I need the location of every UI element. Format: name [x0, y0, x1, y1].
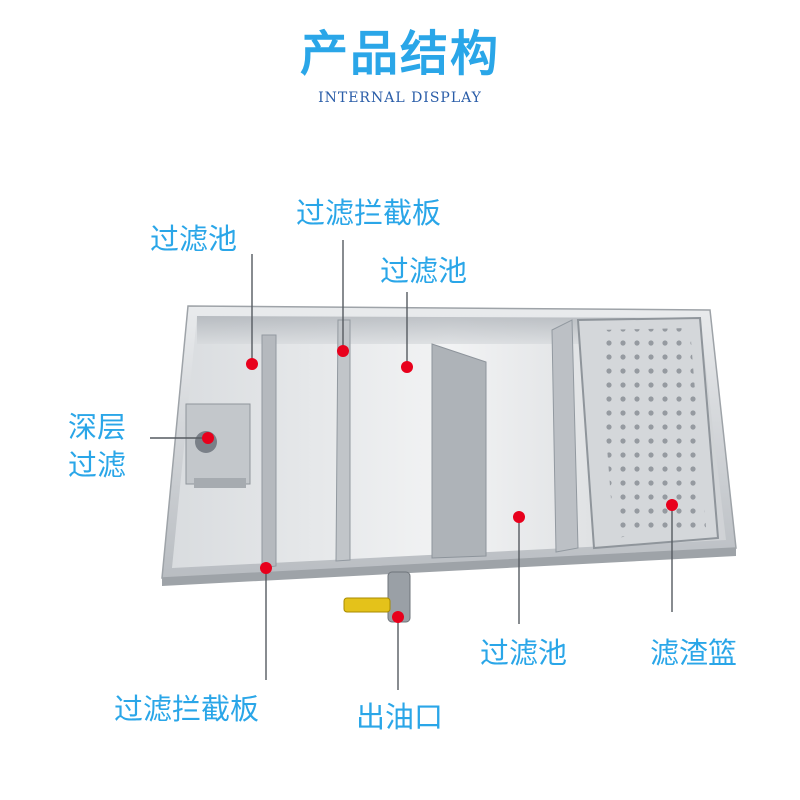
marker-deep-filter: [202, 432, 214, 444]
marker-baffle-top: [337, 345, 349, 357]
label-filter-tank-left: 过滤池: [150, 222, 238, 256]
label-filter-tank-mid: 过滤池: [380, 254, 468, 288]
label-deep-filter-line1: 深层: [68, 410, 127, 444]
page-title: 产品结构: [299, 26, 500, 82]
page-subtitle: INTERNAL DISPLAY: [318, 90, 482, 106]
residue-basket: [576, 316, 720, 550]
marker-oil-outlet: [392, 611, 404, 623]
label-deep-filter-line2: 过滤: [68, 448, 127, 482]
label-baffle-top: 过滤拦截板: [296, 196, 442, 230]
marker-filter-tank-right: [513, 511, 525, 523]
leader-lines: [150, 240, 673, 690]
markers: [202, 345, 678, 623]
label-baffle-bottom: 过滤拦截板: [114, 692, 260, 726]
marker-filter-tank-left: [246, 358, 258, 370]
partitions: [261, 319, 579, 569]
marker-residue-basket: [666, 499, 678, 511]
oil-outlet-valve: [343, 571, 411, 623]
label-oil-outlet: 出油口: [356, 700, 444, 734]
deep-filter-box: [185, 403, 251, 488]
label-filter-tank-right: 过滤池: [480, 636, 568, 670]
label-residue-basket: 滤渣篮: [650, 636, 738, 670]
marker-filter-tank-mid: [401, 361, 413, 373]
marker-baffle-bottom: [260, 562, 272, 574]
